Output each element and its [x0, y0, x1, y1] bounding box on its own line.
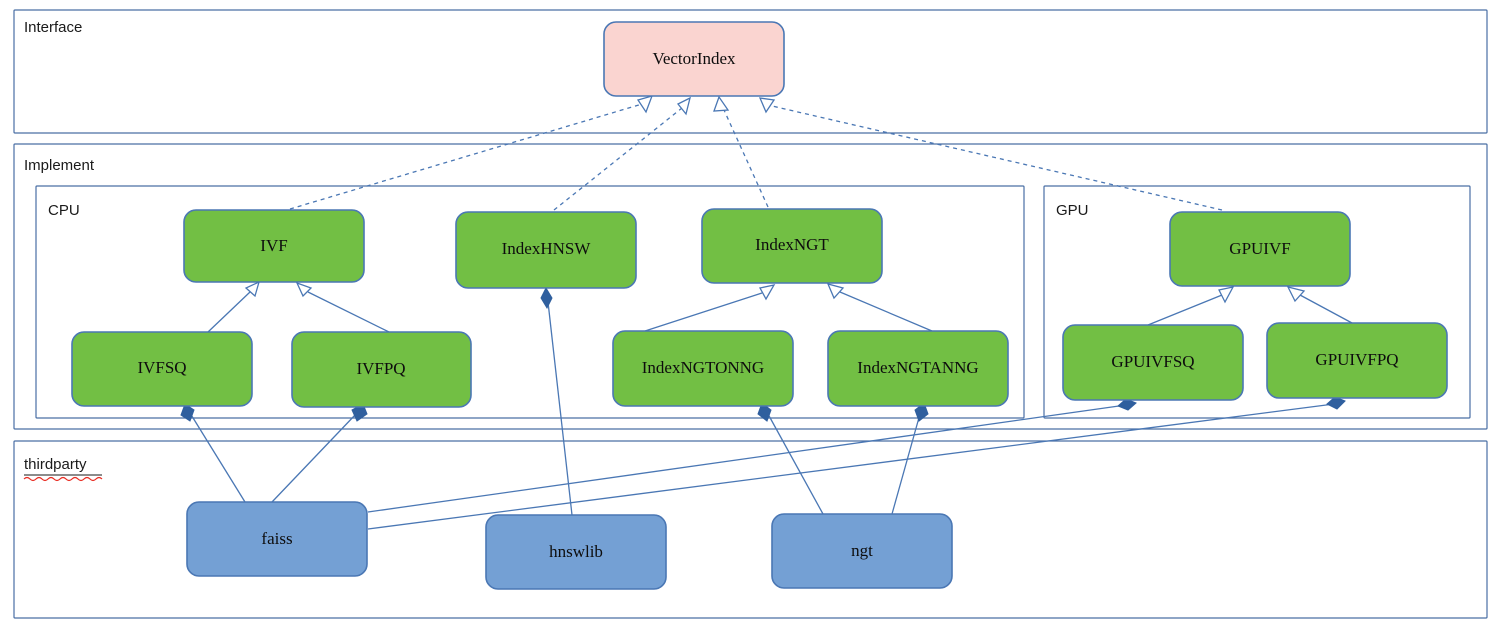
node-vectorindex-rect[interactable]	[603, 21, 785, 97]
node-indexngtanng[interactable]: IndexNGTANNG	[827, 330, 1009, 407]
node-gpuivfsq-label: GPUIVFSQ	[1111, 352, 1194, 371]
hollow-triangle-arrowhead	[826, 283, 845, 300]
node-indexhnsw-rect[interactable]	[455, 211, 637, 289]
hollow-triangle-arrowhead	[676, 96, 691, 116]
node-ngt[interactable]: ngt	[771, 513, 953, 589]
edge-faiss-ivfpq	[271, 403, 368, 503]
node-ivfsq-label: IVFSQ	[137, 358, 186, 377]
node-indexngt[interactable]: IndexNGT	[701, 208, 883, 284]
hollow-triangle-arrowhead	[1286, 286, 1306, 303]
spellcheck-squiggle-icon	[23, 476, 103, 482]
hollow-triangle-arrowhead	[636, 95, 654, 114]
container-gpu-label: GPU	[1056, 202, 1089, 219]
node-gpuivf[interactable]: GPUIVF	[1169, 211, 1351, 287]
edge-ivfpq-ivf	[295, 281, 390, 333]
node-ivf-label: IVF	[260, 236, 287, 255]
node-hnswlib[interactable]: hnswlib	[485, 514, 667, 590]
edge-indexngtonng-indexngt	[644, 284, 776, 332]
node-indexngt-label: IndexNGT	[755, 235, 829, 254]
node-gpuivf-label: GPUIVF	[1229, 239, 1290, 258]
edge-indexhnsw-vectorindex	[553, 96, 691, 211]
node-ngt-rect[interactable]	[771, 513, 953, 589]
edge-gpuivfsq-gpuivf	[1147, 286, 1235, 326]
node-faiss-label: faiss	[261, 529, 292, 548]
hollow-triangle-arrowhead	[759, 284, 776, 301]
node-indexngtonng-rect[interactable]	[612, 330, 794, 407]
container-thirdparty-rect	[13, 440, 1488, 619]
node-ngt-label: ngt	[851, 541, 873, 560]
edge-hnswlib-indexhnsw	[540, 286, 573, 516]
edge-ngt-indexngtanng	[891, 402, 929, 515]
node-ivfsq-rect[interactable]	[71, 331, 253, 407]
node-gpuivfsq-rect[interactable]	[1062, 324, 1244, 401]
edge-ivf-vectorindex	[289, 95, 654, 210]
hollow-triangle-arrowhead	[295, 281, 313, 298]
container-thirdparty: thirdparty	[13, 440, 1488, 619]
node-ivf[interactable]: IVF	[183, 209, 365, 283]
hollow-triangle-arrowhead	[1218, 286, 1235, 304]
node-indexngt-rect[interactable]	[701, 208, 883, 284]
edge-gpuivfpq-gpuivf	[1286, 286, 1353, 324]
node-ivfpq-label: IVFPQ	[356, 359, 405, 378]
node-gpuivfpq-rect[interactable]	[1266, 322, 1448, 399]
hollow-triangle-arrowhead	[713, 95, 730, 112]
node-faiss-rect[interactable]	[186, 501, 368, 577]
hollow-triangle-arrowhead	[244, 280, 261, 298]
node-vectorindex[interactable]: VectorIndex	[603, 21, 785, 97]
node-ivfpq-rect[interactable]	[291, 331, 472, 408]
edge-ngt-indexngtonng	[757, 402, 824, 515]
node-gpuivfpq-label: GPUIVFPQ	[1315, 350, 1398, 369]
node-indexhnsw[interactable]: IndexHNSW	[455, 211, 637, 289]
node-indexngtanng-label: IndexNGTANNG	[857, 358, 978, 377]
filled-diamond-arrowhead	[757, 402, 772, 422]
node-gpuivfsq[interactable]: GPUIVFSQ	[1062, 324, 1244, 401]
node-ivf-rect[interactable]	[183, 209, 365, 283]
filled-diamond-arrowhead	[914, 402, 929, 422]
node-indexngtanng-rect[interactable]	[827, 330, 1009, 407]
edge-gpuivf-vectorindex	[758, 97, 1223, 211]
edge-faiss-ivfsq	[180, 403, 246, 503]
node-ivfpq[interactable]: IVFPQ	[291, 331, 472, 408]
node-hnswlib-rect[interactable]	[485, 514, 667, 590]
node-indexngtonng[interactable]: IndexNGTONNG	[612, 330, 794, 407]
node-faiss[interactable]: faiss	[186, 501, 368, 577]
filled-diamond-arrowhead	[180, 403, 195, 422]
node-hnswlib-label: hnswlib	[549, 542, 603, 561]
container-implement-label: Implement	[24, 157, 95, 174]
filled-diamond-arrowhead	[540, 286, 553, 310]
container-thirdparty-label: thirdparty	[24, 456, 87, 473]
node-gpuivf-rect[interactable]	[1169, 211, 1351, 287]
edge-indexngt-vectorindex	[713, 95, 769, 208]
hollow-triangle-arrowhead	[758, 97, 776, 114]
node-indexhnsw-label: IndexHNSW	[502, 239, 592, 258]
node-indexngtonng-label: IndexNGTONNG	[642, 358, 764, 377]
node-vectorindex-label: VectorIndex	[652, 49, 736, 68]
edge-indexngtanng-indexngt	[826, 283, 933, 332]
node-ivfsq[interactable]: IVFSQ	[71, 331, 253, 407]
container-interface-label: Interface	[24, 19, 82, 36]
filled-diamond-arrowhead	[351, 403, 368, 422]
container-cpu-label: CPU	[48, 202, 80, 219]
edge-ivfsq-ivf	[207, 280, 261, 333]
node-gpuivfpq[interactable]: GPUIVFPQ	[1266, 322, 1448, 399]
